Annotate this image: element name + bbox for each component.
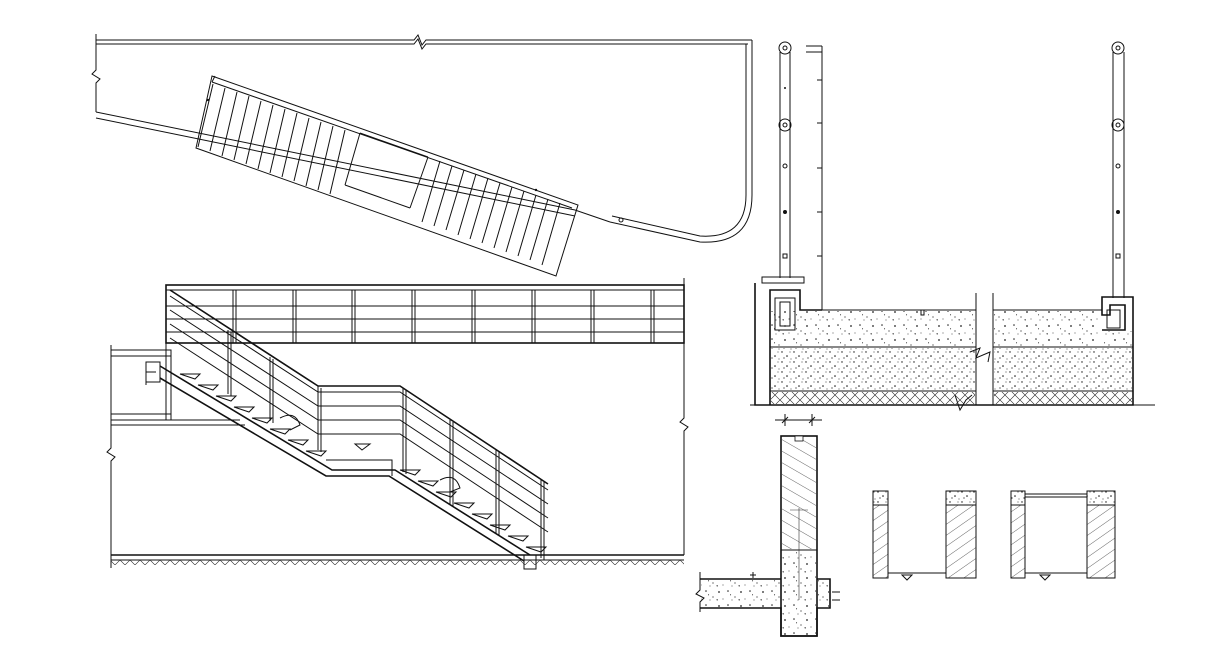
wall-ticks <box>817 79 822 257</box>
stair-plan-view <box>91 34 753 277</box>
wall-footing-section <box>695 414 840 637</box>
stair-elevation-view <box>106 278 689 570</box>
railing-section-detail <box>750 41 1155 412</box>
stair-posts <box>227 330 545 560</box>
plan-treads-lower <box>409 156 561 266</box>
stair-treads <box>179 373 548 553</box>
plan-treads-upper <box>197 83 361 195</box>
trench-section-covered <box>1010 490 1116 581</box>
trench-section-open <box>872 490 977 581</box>
balcony-posts <box>232 290 655 343</box>
